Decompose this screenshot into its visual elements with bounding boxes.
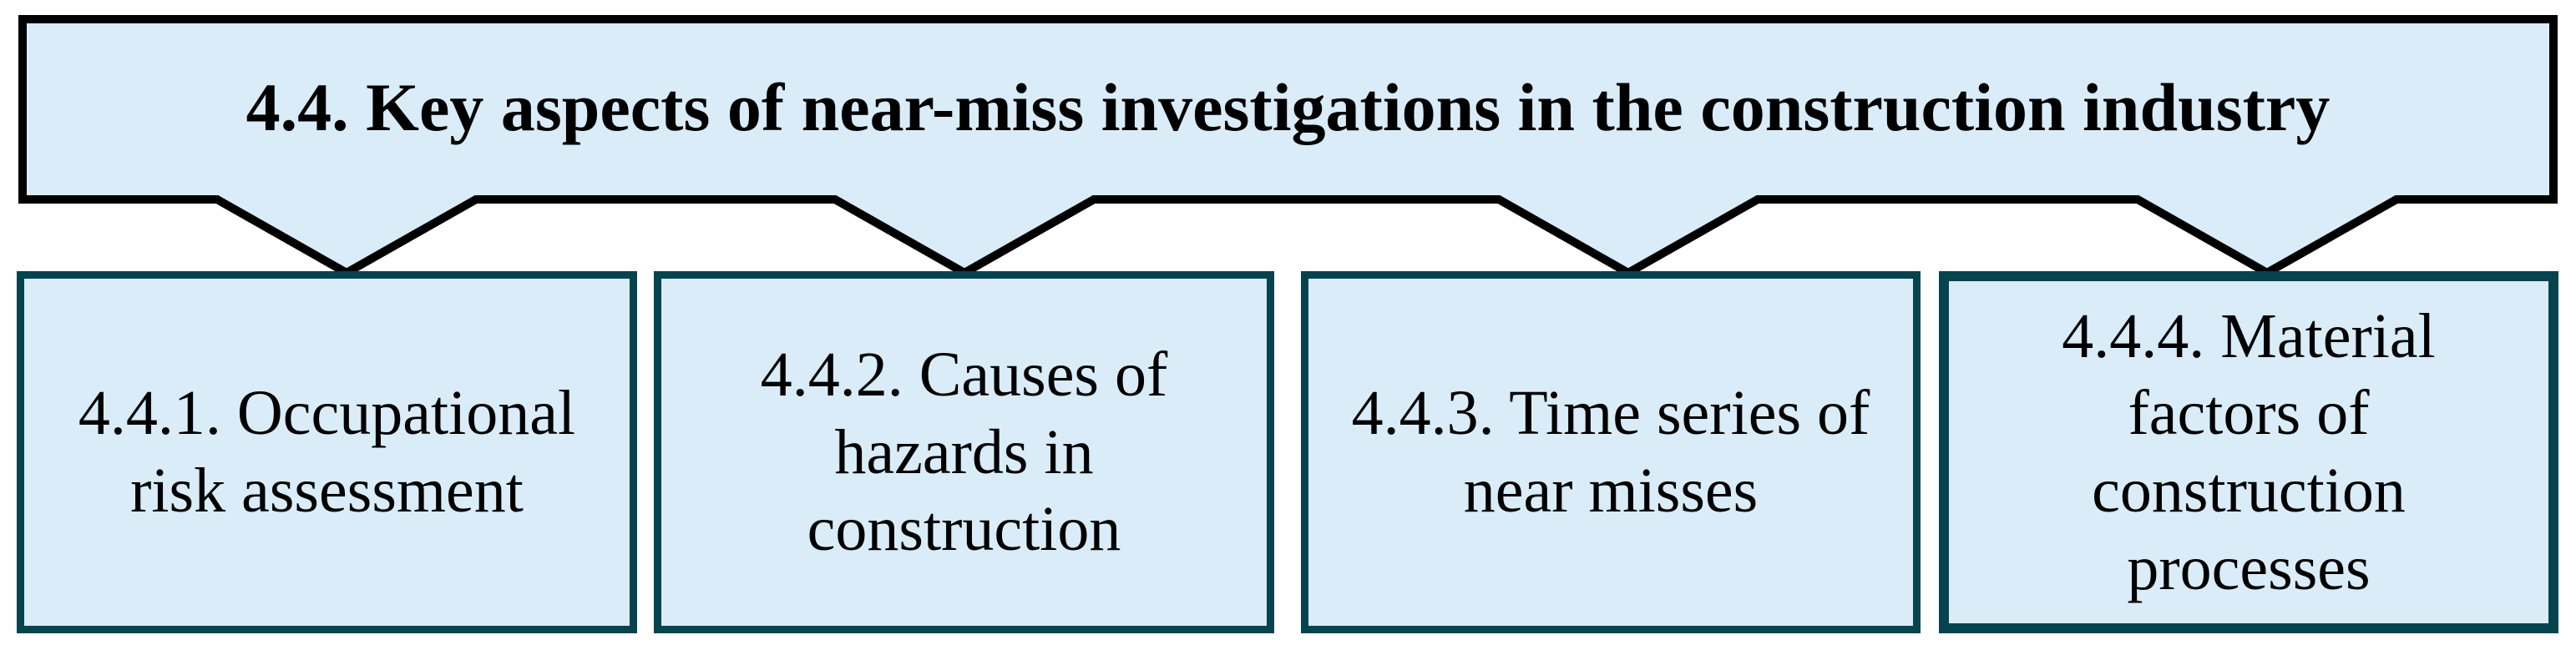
box-label-line: hazards in bbox=[834, 416, 1094, 487]
topic-box-4-4-4-label: 4.4.4. Material factors of construction … bbox=[2062, 298, 2435, 607]
topic-box-4-4-3: 4.4.3. Time series of near misses bbox=[1301, 271, 1921, 633]
topic-box-4-4-2-label: 4.4.2. Causes of hazards in construction bbox=[761, 336, 1168, 568]
box-label-line: risk assessment bbox=[130, 456, 524, 526]
topic-box-4-4-1-label: 4.4.1. Occupational risk assessment bbox=[78, 375, 575, 529]
box-label-line: factors of bbox=[2128, 378, 2370, 449]
topic-box-4-4-3-label: 4.4.3. Time series of near misses bbox=[1352, 375, 1870, 529]
banner-title: 4.4. Key aspects of near-miss investigat… bbox=[245, 69, 2331, 145]
box-label-line: 4.4.2. Causes of bbox=[760, 339, 1168, 410]
banner-shape-polygon bbox=[18, 15, 2558, 278]
box-label-line: near misses bbox=[1463, 456, 1759, 526]
box-label-line: processes bbox=[2127, 532, 2371, 603]
topic-box-4-4-4: 4.4.4. Material factors of construction … bbox=[1939, 271, 2558, 633]
topic-box-4-4-1: 4.4.1. Occupational risk assessment bbox=[17, 271, 637, 633]
box-label-line: construction bbox=[807, 494, 1121, 565]
topic-box-4-4-2: 4.4.2. Causes of hazards in construction bbox=[654, 271, 1274, 633]
box-label-line: 4.4.4. Material bbox=[2062, 300, 2436, 371]
box-label-line: construction bbox=[2092, 456, 2406, 526]
box-label-line: 4.4.3. Time series of bbox=[1351, 378, 1870, 449]
box-label-line: 4.4.1. Occupational bbox=[78, 378, 576, 449]
